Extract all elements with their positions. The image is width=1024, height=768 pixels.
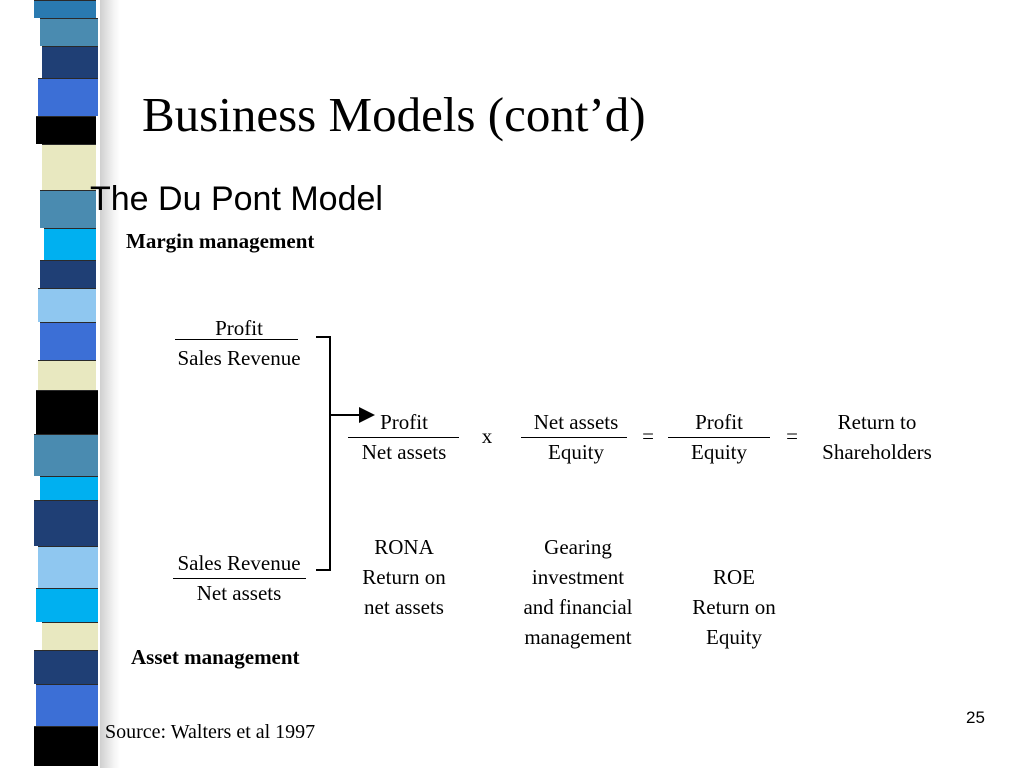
equals-operator: = <box>786 424 798 448</box>
bracket-line <box>316 336 331 571</box>
fraction-line <box>173 578 306 579</box>
stripe-block <box>36 390 98 434</box>
page-number: 25 <box>966 708 985 727</box>
stripe-block <box>38 546 98 588</box>
fraction-line <box>175 339 298 340</box>
caption-line: Gearing <box>544 535 612 559</box>
fraction-line <box>348 437 459 438</box>
fraction-line <box>521 437 627 438</box>
caption-line: net assets <box>364 595 444 619</box>
ratio-denominator: Net assets <box>361 440 447 464</box>
stripe-block <box>38 360 96 390</box>
fraction-line <box>668 437 770 438</box>
stripe-block <box>34 500 98 546</box>
stripe-block <box>44 228 96 260</box>
ratio-numerator: Profit <box>695 410 743 434</box>
stripe-block <box>38 288 96 322</box>
caption-line: and financial <box>523 595 633 619</box>
ratio-denominator: Equity <box>691 440 747 464</box>
multiply-operator: x <box>481 424 493 448</box>
caption-line: Return on <box>362 565 446 589</box>
caption-line: Equity <box>706 625 762 649</box>
stripe-block <box>36 588 98 622</box>
stripe-block <box>40 260 96 288</box>
stripe-block <box>34 726 98 766</box>
decorative-stripe <box>0 0 120 768</box>
stripe-block <box>40 18 98 46</box>
ratio-numerator: Net assets <box>533 410 619 434</box>
caption-line: Return on <box>692 595 776 619</box>
result-line: Return to <box>837 410 917 434</box>
stripe-block <box>34 650 98 684</box>
stripe-block <box>42 46 98 78</box>
stripe-block <box>34 434 98 476</box>
caption-line: RONA <box>374 535 434 559</box>
source-citation: Source: Walters et al 1997 <box>105 721 316 743</box>
caption-line: investment <box>531 565 625 589</box>
arrow-head <box>359 407 375 423</box>
slide-title: Business Models (cont’d) <box>142 87 646 142</box>
ratio-denominator: Net assets <box>196 581 282 605</box>
stripe-shadow <box>100 0 120 768</box>
stripe-block <box>40 322 96 360</box>
caption-line: ROE <box>713 565 755 589</box>
stripe-block <box>40 190 96 228</box>
stripe-block <box>36 116 96 144</box>
ratio-numerator: Profit <box>215 316 263 340</box>
margin-management-label: Margin management <box>126 229 315 253</box>
ratio-denominator: Equity <box>548 440 604 464</box>
equals-operator: = <box>642 424 654 448</box>
stripe-block <box>40 476 98 500</box>
slide-subtitle: The Du Pont Model <box>90 180 383 218</box>
stripe-block <box>42 144 96 190</box>
asset-management-label: Asset management <box>131 645 300 669</box>
ratio-numerator: Sales Revenue <box>177 551 301 575</box>
stripe-block <box>38 78 98 116</box>
stripe-block <box>36 684 98 726</box>
stripe-block <box>34 0 96 18</box>
caption-line: management <box>524 625 632 649</box>
result-line: Shareholders <box>822 440 932 464</box>
ratio-denominator: Sales Revenue <box>177 346 301 370</box>
ratio-numerator: Profit <box>380 410 428 434</box>
stripe-block <box>42 622 98 650</box>
